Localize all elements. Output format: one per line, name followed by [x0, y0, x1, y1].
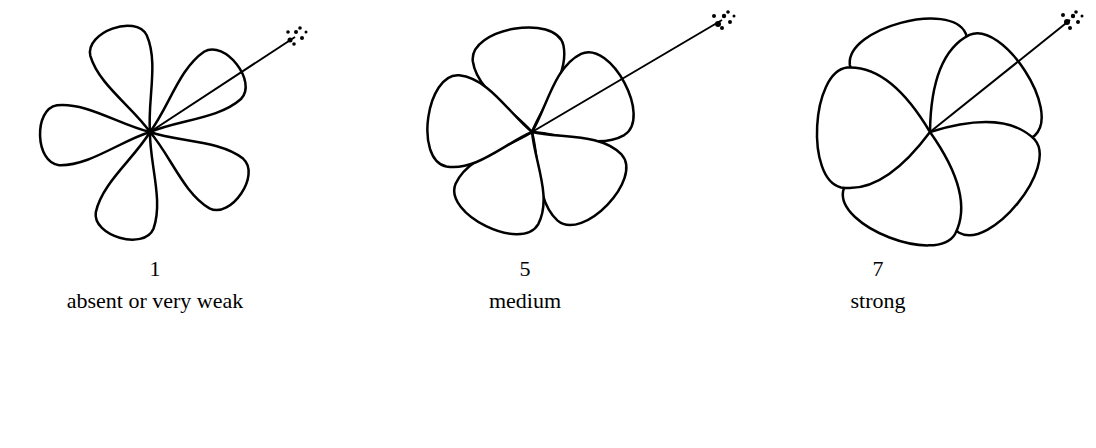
flower-medium [422, 10, 736, 246]
flower-strong [814, 7, 1084, 259]
score-number: 1 [150, 256, 161, 282]
score-description: strong [851, 288, 906, 314]
score-description: medium [489, 288, 561, 314]
score-description: absent or very weak [67, 288, 244, 314]
score-number: 5 [520, 256, 531, 282]
score-number: 7 [873, 256, 884, 282]
flower-weak [39, 18, 307, 246]
